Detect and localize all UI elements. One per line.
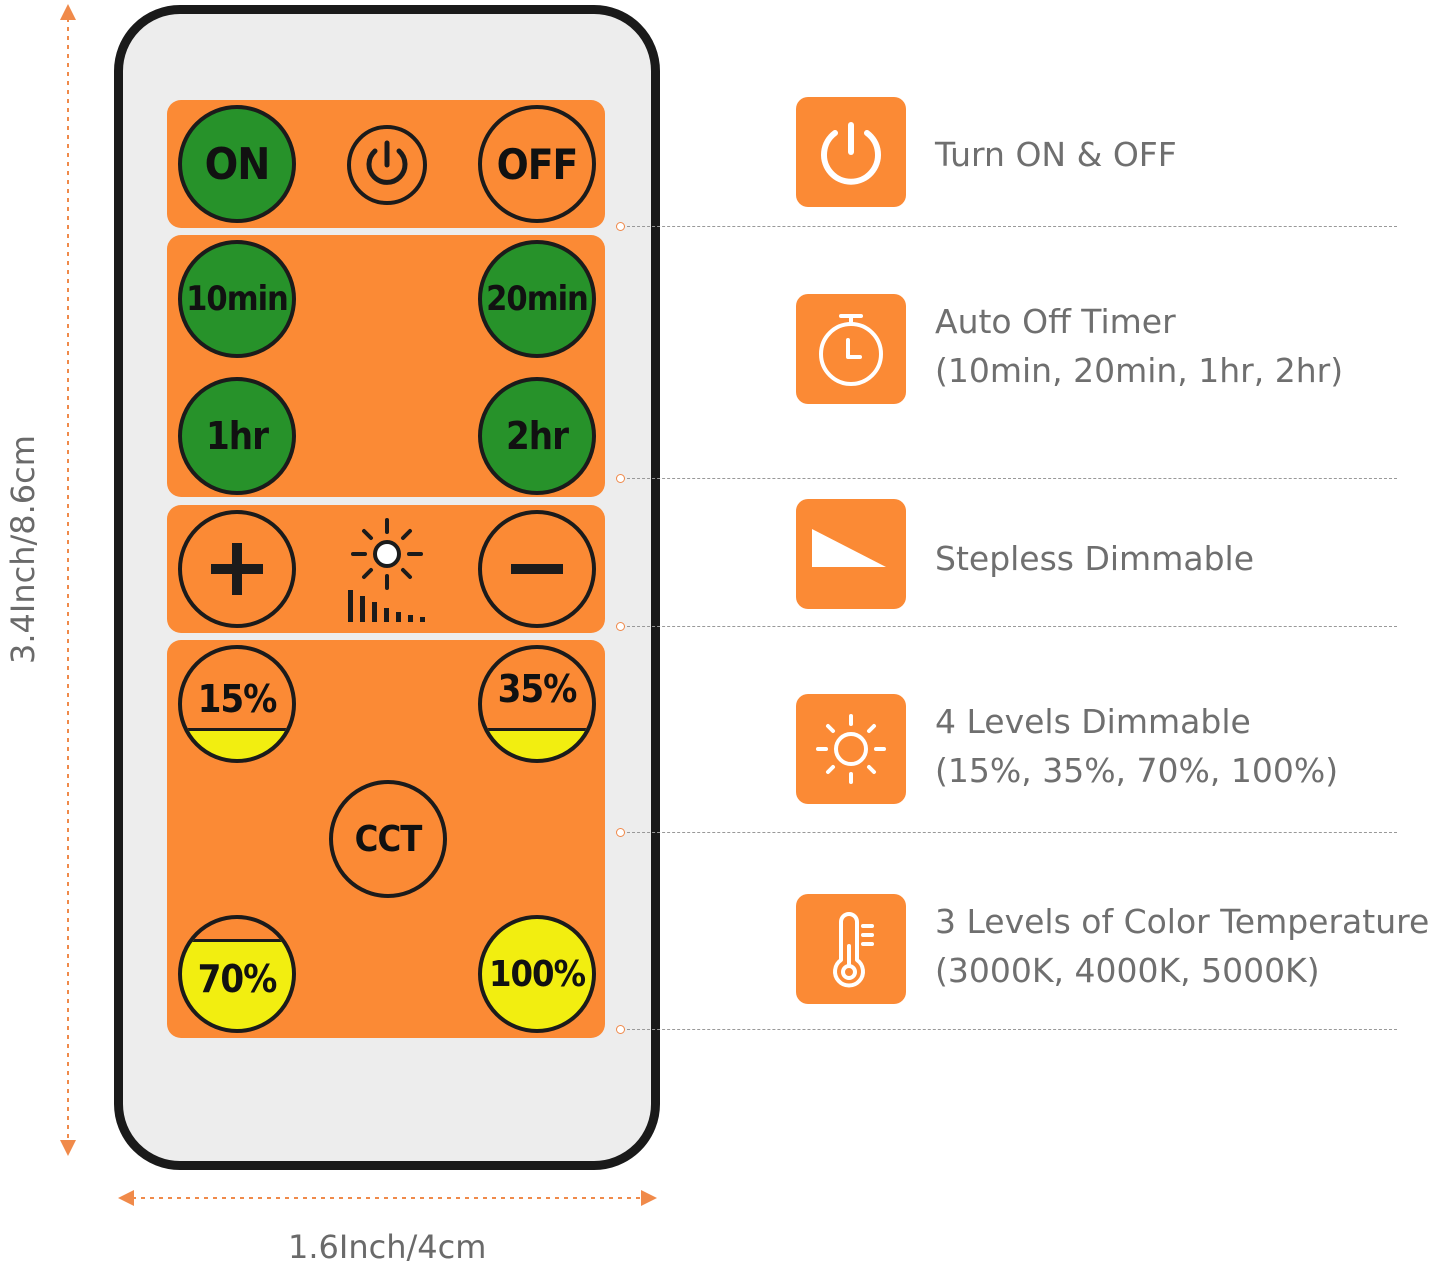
height-dimension-arrow: [60, 4, 76, 1156]
off-button[interactable]: OFF: [478, 105, 596, 223]
divider-dot: [616, 222, 625, 231]
feature-cct-text: 3 Levels of Color Temperature (3000K, 40…: [935, 897, 1429, 995]
brightness-minus-button[interactable]: [478, 510, 596, 628]
divider-dot: [616, 1025, 625, 1034]
feature-title: 4 Levels Dimmable: [935, 702, 1251, 741]
timer-icon: [796, 294, 906, 404]
level-15-button[interactable]: 15%: [178, 645, 296, 763]
divider-line: [622, 226, 1397, 227]
plus-icon: [211, 543, 263, 595]
feature-timer-text: Auto Off Timer (10min, 20min, 1hr, 2hr): [935, 297, 1343, 395]
timer-2hr-button[interactable]: 2hr: [478, 377, 596, 495]
brightness-plus-button[interactable]: [178, 510, 296, 628]
level-70-button[interactable]: 70%: [178, 915, 296, 1033]
width-dimension-label: 1.6Inch/4cm: [288, 1228, 487, 1266]
feature-power-text: Turn ON & OFF: [935, 130, 1177, 179]
sun-icon: [796, 694, 906, 804]
height-dimension-label: 3.4Inch/8.6cm: [4, 435, 42, 664]
divider-dot: [616, 828, 625, 837]
feature-stepless-text: Stepless Dimmable: [935, 534, 1254, 583]
divider-line: [622, 626, 1397, 627]
divider-line: [622, 1029, 1397, 1030]
brightness-sun-icon: [340, 512, 435, 627]
level-100-button[interactable]: 100%: [478, 915, 596, 1033]
divider-dot: [616, 622, 625, 631]
cct-button[interactable]: CCT: [329, 780, 447, 898]
feature-title: Turn ON & OFF: [935, 135, 1177, 174]
feature-title: Stepless Dimmable: [935, 539, 1254, 578]
timer-1hr-button[interactable]: 1hr: [178, 377, 296, 495]
level-35-button[interactable]: 35%: [478, 645, 596, 763]
minus-icon: [511, 564, 563, 574]
timer-20min-button[interactable]: 20min: [478, 240, 596, 358]
power-icon: [796, 97, 906, 207]
divider-line: [622, 832, 1397, 833]
thermometer-icon: [796, 894, 906, 1004]
feature-detail: (10min, 20min, 1hr, 2hr): [935, 351, 1344, 390]
divider-dot: [616, 474, 625, 483]
feature-detail: (15%, 35%, 70%, 100%): [935, 751, 1339, 790]
feature-title: Auto Off Timer: [935, 302, 1176, 341]
feature-detail: (3000K, 4000K, 5000K): [935, 951, 1320, 990]
on-button[interactable]: ON: [178, 105, 296, 223]
timer-10min-button[interactable]: 10min: [178, 240, 296, 358]
divider-line: [622, 478, 1397, 479]
feature-levels-text: 4 Levels Dimmable (15%, 35%, 70%, 100%): [935, 697, 1338, 795]
width-dimension-arrow: [118, 1190, 657, 1206]
ramp-icon: [796, 499, 906, 609]
feature-title: 3 Levels of Color Temperature: [935, 902, 1430, 941]
power-symbol-icon: [345, 123, 429, 207]
